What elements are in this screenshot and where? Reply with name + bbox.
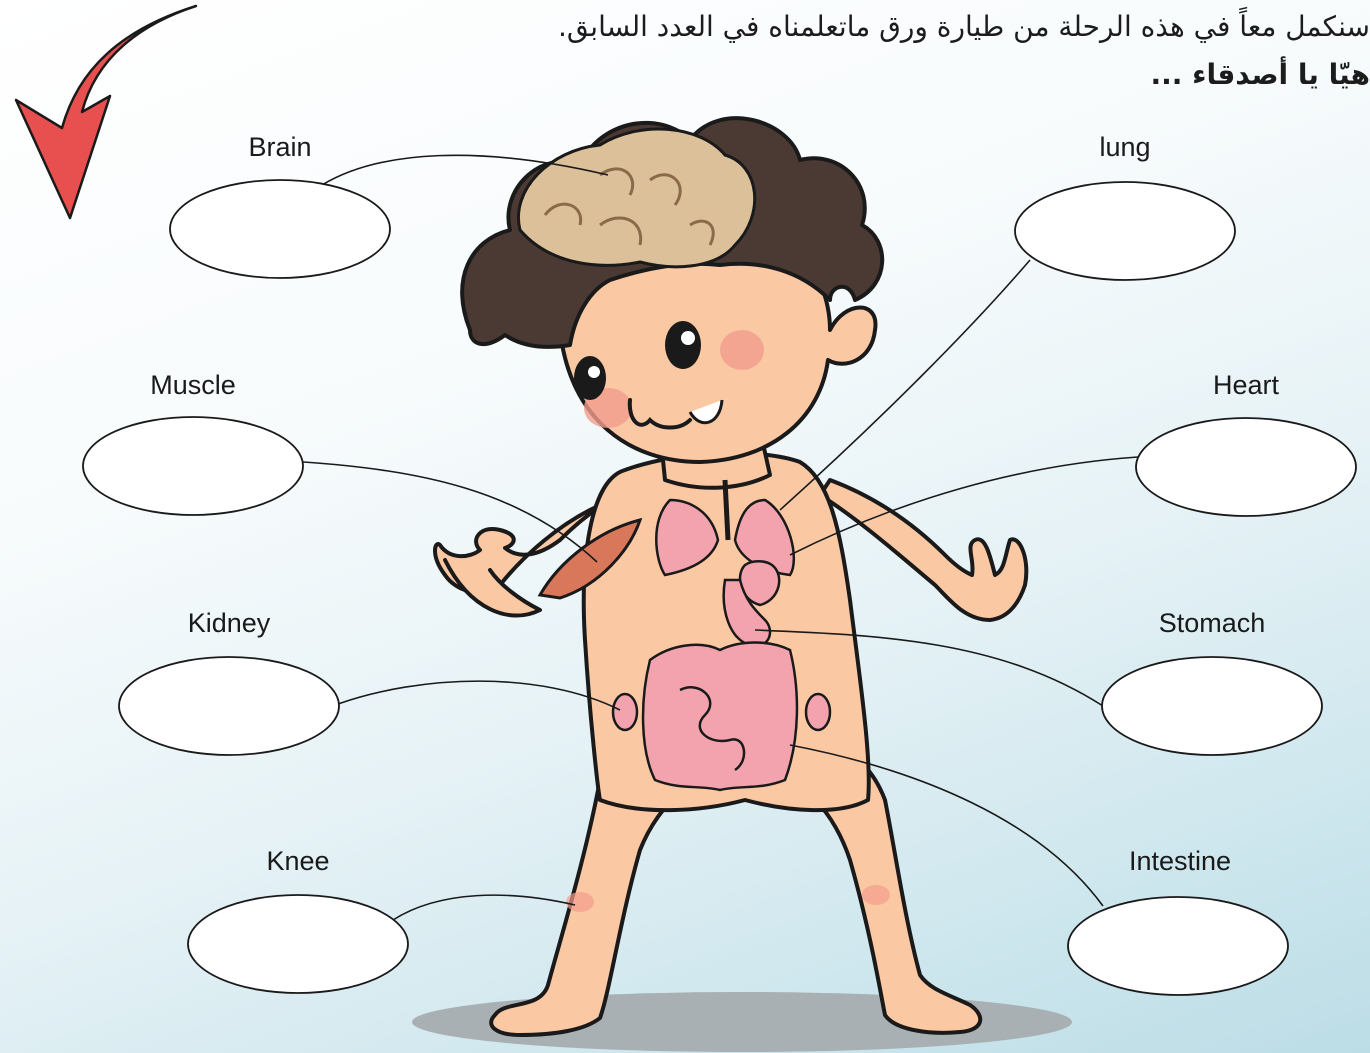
connector-knee bbox=[393, 895, 575, 920]
connector-kidney bbox=[338, 681, 620, 710]
label-knee: Knee bbox=[266, 846, 329, 876]
label-muscle: Muscle bbox=[150, 370, 236, 400]
boy-figure bbox=[435, 118, 1026, 1035]
answer-oval-intestine[interactable] bbox=[1068, 897, 1288, 995]
knee-spot-right bbox=[862, 885, 890, 905]
brain-organ bbox=[518, 129, 754, 267]
answer-oval-muscle[interactable] bbox=[83, 417, 303, 515]
knee-spot-left bbox=[566, 892, 594, 912]
kidney-left bbox=[613, 694, 637, 730]
answer-oval-heart[interactable] bbox=[1136, 418, 1356, 516]
answer-oval-kidney[interactable] bbox=[119, 657, 339, 755]
answer-oval-stomach[interactable] bbox=[1102, 657, 1322, 755]
answer-oval-knee[interactable] bbox=[188, 895, 408, 993]
label-stomach: Stomach bbox=[1159, 608, 1266, 638]
label-kidney: Kidney bbox=[188, 608, 271, 638]
intestine-organ bbox=[643, 643, 797, 791]
label-lung: lung bbox=[1099, 132, 1150, 162]
label-intestine: Intestine bbox=[1129, 846, 1231, 876]
answer-oval-brain[interactable] bbox=[170, 180, 390, 278]
label-brain: Brain bbox=[248, 132, 311, 162]
kidney-right bbox=[806, 694, 830, 730]
answer-oval-lung[interactable] bbox=[1015, 182, 1235, 280]
label-heart: Heart bbox=[1213, 370, 1280, 400]
curved-arrow-down-icon bbox=[16, 6, 196, 218]
